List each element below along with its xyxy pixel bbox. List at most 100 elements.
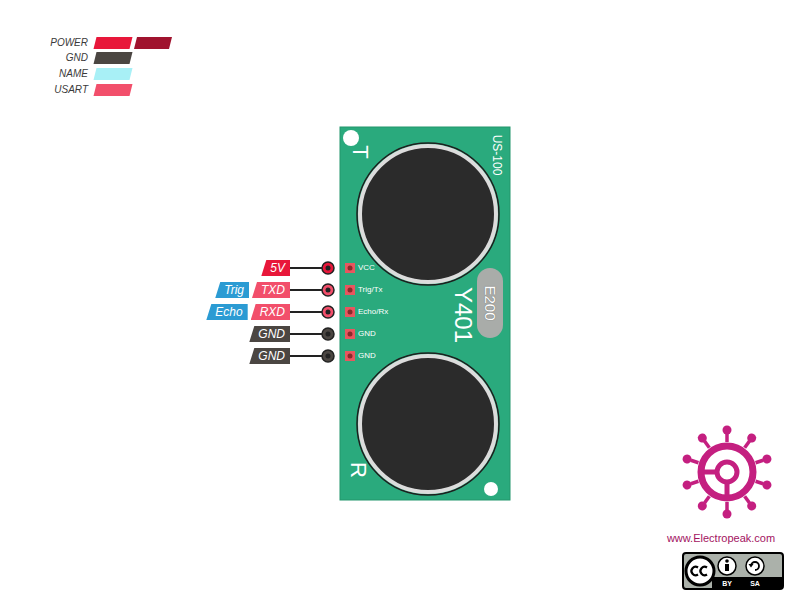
sa-glyph <box>749 564 754 568</box>
pin-label: Trig/Tx <box>358 286 383 294</box>
pin-dot <box>322 262 334 274</box>
logo-spoke <box>681 477 699 491</box>
pin-dot <box>322 350 334 362</box>
pin-signal: TXD <box>261 282 285 298</box>
logo-spoke <box>754 453 772 467</box>
name-tag: Echo <box>206 304 247 320</box>
legend-label: USART <box>54 83 88 97</box>
pin-pads <box>345 263 355 361</box>
legend-swatch <box>94 37 133 49</box>
legend-label: GND <box>66 51 88 65</box>
logo-spoke <box>741 494 758 513</box>
cc-glyph <box>700 567 707 575</box>
legend-swatch <box>94 84 133 96</box>
by-icon <box>718 557 736 575</box>
badge-frame <box>683 553 783 589</box>
power-tag: 5V <box>261 260 290 276</box>
cc-icon <box>686 557 714 585</box>
by-glyph <box>725 559 729 563</box>
cc-glyph <box>691 567 698 575</box>
pin-pad <box>345 329 355 339</box>
pin-pad <box>345 263 355 273</box>
pin-signal: Echo <box>215 304 242 320</box>
model-name: US-100 <box>491 135 503 176</box>
transmitter-mark: T <box>349 145 371 158</box>
logo-spoke <box>681 453 699 467</box>
pin-wires <box>290 268 322 356</box>
brand-logo <box>681 426 772 519</box>
sensor-board <box>340 127 510 500</box>
pin-dot-centers <box>326 266 331 359</box>
pin-signal: Trig <box>224 282 244 298</box>
legend-label: NAME <box>59 67 88 81</box>
wire <box>290 267 322 269</box>
pin-pad <box>345 285 355 295</box>
transmitter-transducer <box>360 146 496 282</box>
sensor-board: T US-100Y401R VCC Trig/TxEcho/RxGND GND E200 <box>340 127 510 500</box>
pin-dot <box>322 328 334 340</box>
mounting-hole <box>484 482 498 496</box>
pin-label: GND <box>358 352 376 360</box>
pin-hole <box>348 266 353 271</box>
logo-spoke <box>696 494 713 513</box>
pin-hole <box>348 354 353 359</box>
pin-dot <box>322 284 334 296</box>
sa-icon <box>746 557 764 575</box>
legend-label: POWER <box>50 36 88 50</box>
pin-signal: 5V <box>270 260 285 276</box>
pin-label: GND <box>358 330 376 338</box>
by-glyph <box>725 564 729 571</box>
pin-signal: GND <box>258 326 285 342</box>
logo-spoke <box>723 502 732 519</box>
pin-dot-center <box>326 310 331 315</box>
pin-dot-center <box>326 332 331 337</box>
pin-dot <box>322 306 334 318</box>
legend-swatch <box>134 37 172 49</box>
logo-core <box>717 462 737 482</box>
pin-signal: RXD <box>260 304 285 320</box>
sa-glyph <box>751 562 759 570</box>
logo-spoke <box>754 477 772 491</box>
pin-hole <box>348 288 353 293</box>
logo-bar <box>701 470 717 475</box>
usart-tag: RXD <box>251 304 290 320</box>
wire <box>290 333 322 335</box>
wire <box>290 311 322 313</box>
license-term: BY <box>722 579 732 586</box>
pin-dot-center <box>326 288 331 293</box>
logo-spoke <box>696 432 713 451</box>
wire <box>290 289 322 291</box>
chip-marking-text: E200 <box>483 285 498 320</box>
ground-tag: GND <box>249 326 290 342</box>
logo-spoke <box>723 426 732 443</box>
receiver-transducer <box>360 356 496 492</box>
pin-label: Echo/Rx <box>358 308 388 316</box>
transducer-rim <box>357 353 499 495</box>
wire <box>290 355 322 357</box>
pin-dot-center <box>326 354 331 359</box>
transducer-rim <box>357 143 499 285</box>
pin-dots <box>322 262 334 362</box>
pin-pad <box>345 307 355 317</box>
chip-code: Y401 <box>451 287 475 343</box>
pin-pad <box>345 351 355 361</box>
pin-hole <box>348 310 353 315</box>
usart-tag: TXD <box>252 282 290 298</box>
receiver-mark: R <box>347 462 369 478</box>
pin-label: VCC <box>358 264 375 272</box>
chip-marking: E200 <box>477 268 503 338</box>
pin-dot-center <box>326 266 331 271</box>
logo-bar <box>725 482 730 498</box>
legend-swatch <box>94 52 133 64</box>
logo-ring <box>701 446 753 498</box>
website-url: www.Electropeak.com <box>667 533 775 544</box>
pin-hole <box>348 332 353 337</box>
ground-tag: GND <box>249 348 290 364</box>
license-badge <box>683 553 783 589</box>
name-tag: Trig <box>215 282 249 298</box>
legend-swatch <box>94 68 133 80</box>
mounting-hole <box>343 130 359 146</box>
logo-spoke <box>741 432 758 451</box>
pin-signal: GND <box>258 348 285 364</box>
